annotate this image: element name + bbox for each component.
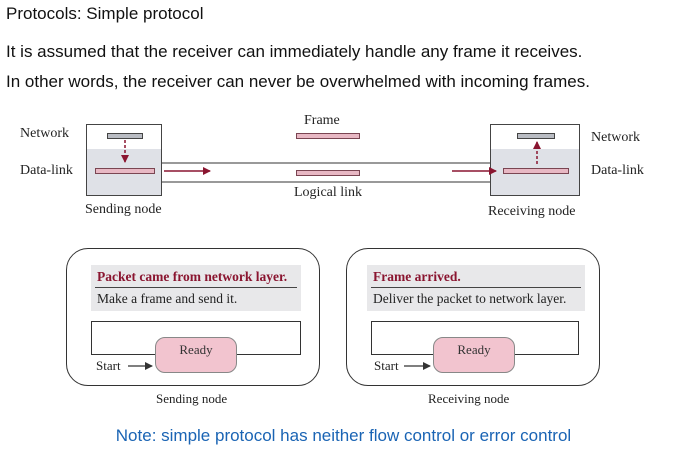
- receiving-fsm-panel: Frame arrived. Deliver the packet to net…: [346, 248, 600, 386]
- receiver-datalink-label: Data-link: [591, 163, 644, 178]
- receiving-transition-card: Frame arrived. Deliver the packet to net…: [367, 265, 585, 311]
- sending-fsm-panel: Packet came from network layer. Make a f…: [66, 248, 320, 386]
- sender-datalink-frame: [95, 168, 155, 174]
- sending-ready-state: Ready: [155, 337, 237, 373]
- receiving-ready-state: Ready: [433, 337, 515, 373]
- sending-fsm-caption: Sending node: [156, 391, 228, 406]
- sending-transition-card: Packet came from network layer. Make a f…: [91, 265, 301, 311]
- frame-label: Frame: [304, 113, 340, 128]
- slide-title: Protocols: Simple protocol: [6, 4, 204, 23]
- sending-transition-divider: [95, 287, 297, 288]
- receiving-action-text: Deliver the packet to network layer.: [373, 291, 567, 306]
- frame-legend: [296, 133, 360, 139]
- logical-link-label: Logical link: [294, 185, 363, 200]
- receiving-node-label: Receiving node: [488, 204, 576, 219]
- description-line-1: It is assumed that the receiver can imme…: [6, 42, 583, 61]
- sender-network-label: Network: [20, 126, 69, 141]
- sending-node-label: Sending node: [85, 202, 162, 217]
- sending-action-text: Make a frame and send it.: [97, 291, 238, 306]
- receiving-node-box: [490, 124, 580, 196]
- receiver-network-packet: [517, 133, 555, 139]
- footnote: Note: simple protocol has neither flow c…: [115, 426, 572, 445]
- sending-node-box: [86, 124, 162, 196]
- sender-datalink-label: Data-link: [20, 163, 73, 178]
- receiving-transition-divider: [371, 287, 581, 288]
- description-line-2: In other words, the receiver can never b…: [6, 72, 590, 91]
- receiving-event-text: Frame arrived.: [373, 269, 461, 284]
- frame-in-transit: [296, 170, 360, 176]
- sending-event-text: Packet came from network layer.: [97, 269, 288, 284]
- receiver-datalink-frame: [503, 168, 569, 174]
- sending-start-label: Start: [96, 358, 121, 373]
- sender-network-packet: [107, 133, 143, 139]
- receiver-network-label: Network: [591, 130, 640, 145]
- receiving-start-label: Start: [374, 358, 399, 373]
- receiving-fsm-caption: Receiving node: [428, 391, 510, 406]
